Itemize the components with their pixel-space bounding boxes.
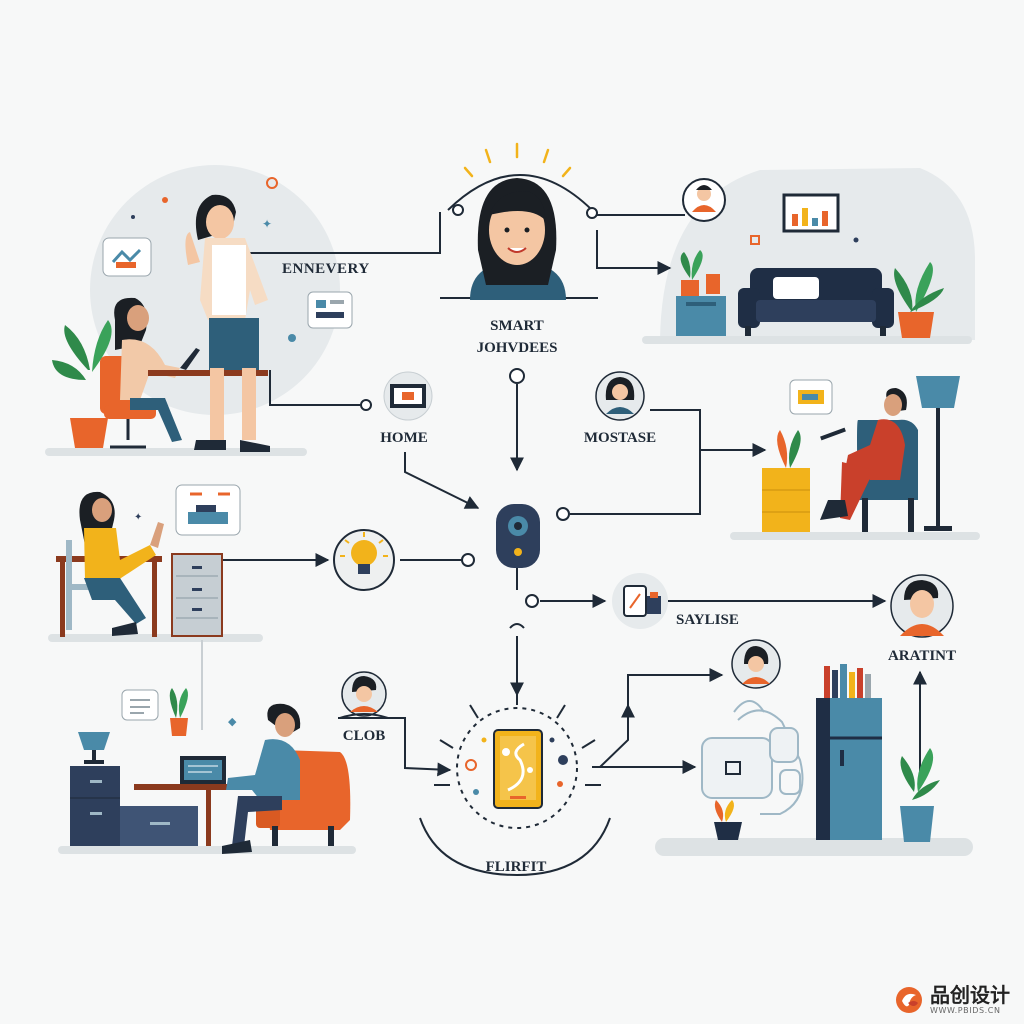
mostase-node[interactable]	[595, 371, 645, 421]
chat-bubble-icon	[175, 484, 241, 536]
svg-text:✦: ✦	[134, 512, 142, 523]
top-left-scene: ✦	[52, 177, 353, 452]
face-rays	[463, 142, 572, 178]
logo-icon	[896, 987, 922, 1013]
sofa-icon	[738, 268, 894, 336]
plant-icon	[900, 748, 940, 842]
plant-icon	[680, 250, 703, 296]
lamp-icon	[916, 376, 960, 531]
plant-icon	[894, 262, 944, 338]
watermark-logo: 品创设计 WWW.PBIDS.CN	[894, 982, 1016, 1018]
person-icon	[682, 178, 726, 222]
lamp-icon	[78, 732, 110, 764]
node-label-home[interactable]: HOME	[380, 430, 428, 446]
plant-icon	[52, 320, 112, 448]
monitor-icon	[180, 756, 226, 784]
central-person-avatar[interactable]	[470, 178, 566, 300]
svg-text:✦: ✦	[262, 217, 272, 231]
connectors	[201, 174, 927, 877]
flirfit-satellite-icons	[465, 737, 568, 795]
smart-appliance-outline	[701, 700, 804, 815]
node-label-mostase[interactable]: MOSTASE	[584, 430, 656, 446]
top-right-scene	[676, 178, 944, 338]
chat-bubble-icon	[102, 237, 152, 277]
smart-speaker-hub[interactable]	[496, 504, 540, 568]
bottom-left-scene: ◆	[70, 688, 351, 854]
node-label-smart-line2[interactable]: JOHVDEES	[477, 340, 558, 356]
person-icon	[470, 178, 566, 300]
chat-bubble-icon	[789, 379, 833, 415]
monitor-icon	[390, 384, 426, 408]
right-mid-scene	[762, 376, 960, 532]
saylise-node[interactable]	[612, 573, 668, 629]
node-label-flirfit[interactable]: FLIRFIT	[486, 859, 547, 875]
plant-icon	[777, 430, 801, 468]
phone-icon	[493, 729, 543, 809]
home-node[interactable]	[383, 371, 433, 421]
bottom-right-scene	[701, 639, 940, 842]
lightbulb-icon	[340, 532, 388, 574]
chat-bubble-icon	[121, 689, 159, 721]
phone-icon	[623, 585, 661, 617]
watermark-url: WWW.PBIDS.CN	[930, 1006, 1001, 1015]
node-label-smart-line1[interactable]: SMART	[490, 318, 544, 334]
monitor-icon	[782, 193, 840, 233]
left-mid-scene: ✦	[56, 484, 241, 637]
node-label-aratint[interactable]: ARATINT	[888, 648, 956, 664]
plant-icon	[714, 800, 742, 840]
clob-node[interactable]	[339, 671, 389, 719]
plant-icon	[169, 688, 188, 736]
watermark-title: 品创设计	[930, 983, 1010, 1007]
lightbulb-node[interactable]	[333, 529, 395, 591]
person-icon	[605, 377, 635, 414]
smart-speaker-icon	[496, 504, 540, 568]
chat-bubble-icon	[307, 291, 353, 329]
node-label-saylise[interactable]: SAYLISE	[676, 612, 739, 628]
aratint-node[interactable]	[890, 574, 954, 638]
flirfit-node[interactable]	[456, 707, 578, 829]
person-icon	[350, 676, 378, 712]
svg-text:◆: ◆	[228, 716, 237, 728]
node-label-ennevery[interactable]: ENNEVERY	[282, 261, 370, 277]
person-icon	[900, 580, 944, 636]
person-icon	[731, 639, 781, 689]
node-label-clob[interactable]: CLOB	[343, 728, 386, 744]
